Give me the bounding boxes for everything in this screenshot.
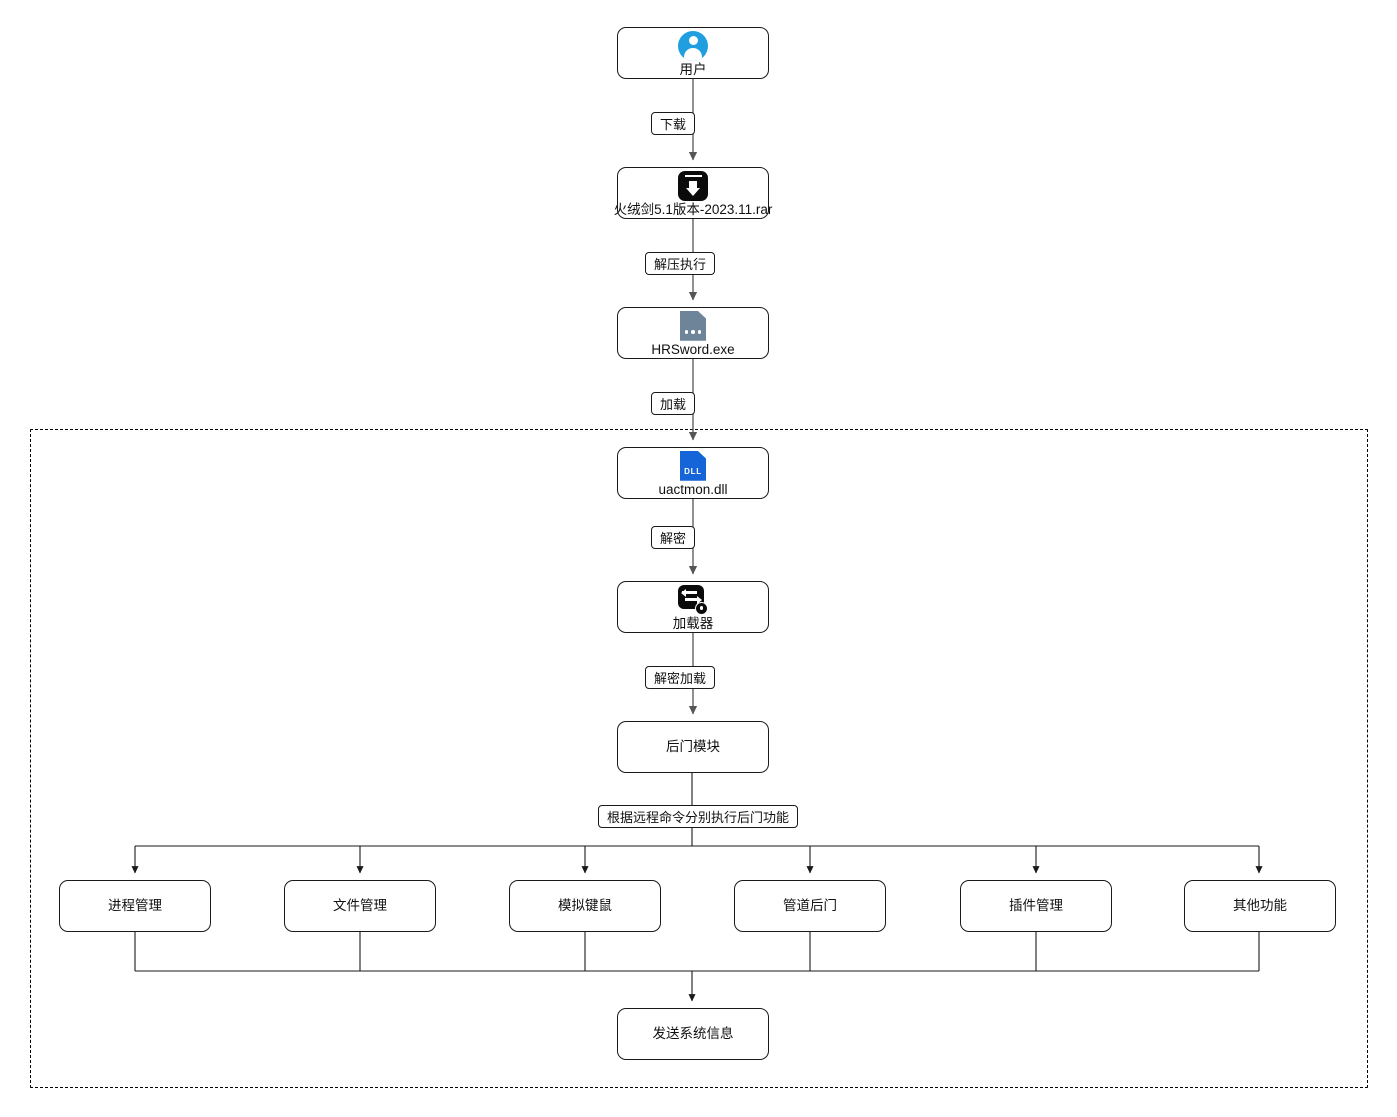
node-archive-label: 火绒剑5.1版本-2023.11.rar [613, 202, 773, 218]
edge-label-decrypt-load: 解密加载 [645, 666, 716, 689]
node-plugin-management-label: 插件管理 [1009, 898, 1063, 914]
node-user[interactable]: 用户 [617, 27, 769, 79]
edge-label-download: 下载 [651, 112, 696, 135]
node-user-label: 用户 [679, 62, 707, 78]
node-pipe-backdoor[interactable]: 管道后门 [734, 880, 886, 932]
node-loader[interactable]: 加载器 [617, 581, 769, 633]
node-file-management[interactable]: 文件管理 [284, 880, 436, 932]
node-loader-label: 加载器 [672, 616, 714, 632]
loader-icon [676, 584, 710, 615]
node-other-functions[interactable]: 其他功能 [1184, 880, 1336, 932]
user-avatar-icon [676, 30, 710, 61]
node-simulate-input[interactable]: 模拟键鼠 [509, 880, 661, 932]
edge-label-remote-command-dispatch: 根据远程命令分别执行后门功能 [598, 805, 799, 828]
node-dll[interactable]: DLL uactmon.dll [617, 447, 769, 499]
node-executable[interactable]: HRSword.exe [617, 307, 769, 359]
node-send-system-info-label: 发送系统信息 [652, 1026, 734, 1042]
download-archive-icon [676, 170, 710, 201]
node-executable-label: HRSword.exe [651, 342, 735, 358]
node-process-management-label: 进程管理 [108, 898, 162, 914]
node-plugin-management[interactable]: 插件管理 [960, 880, 1112, 932]
edge-label-extract-execute: 解压执行 [645, 252, 716, 275]
node-backdoor-module-label: 后门模块 [666, 739, 720, 755]
edge-label-load: 加载 [651, 392, 696, 415]
node-dll-label: uactmon.dll [658, 482, 728, 498]
node-process-management[interactable]: 进程管理 [59, 880, 211, 932]
edge-label-decrypt: 解密 [651, 526, 696, 549]
node-simulate-input-label: 模拟键鼠 [558, 898, 612, 914]
node-archive[interactable]: 火绒剑5.1版本-2023.11.rar [614, 167, 772, 219]
exe-file-icon [676, 310, 710, 341]
node-send-system-info[interactable]: 发送系统信息 [617, 1008, 769, 1060]
node-other-functions-label: 其他功能 [1233, 898, 1287, 914]
malicious-stage-group-boundary [30, 429, 1368, 1088]
node-backdoor-module[interactable]: 后门模块 [617, 721, 769, 773]
node-file-management-label: 文件管理 [333, 898, 387, 914]
node-pipe-backdoor-label: 管道后门 [783, 898, 837, 914]
dll-file-icon: DLL [676, 450, 710, 481]
